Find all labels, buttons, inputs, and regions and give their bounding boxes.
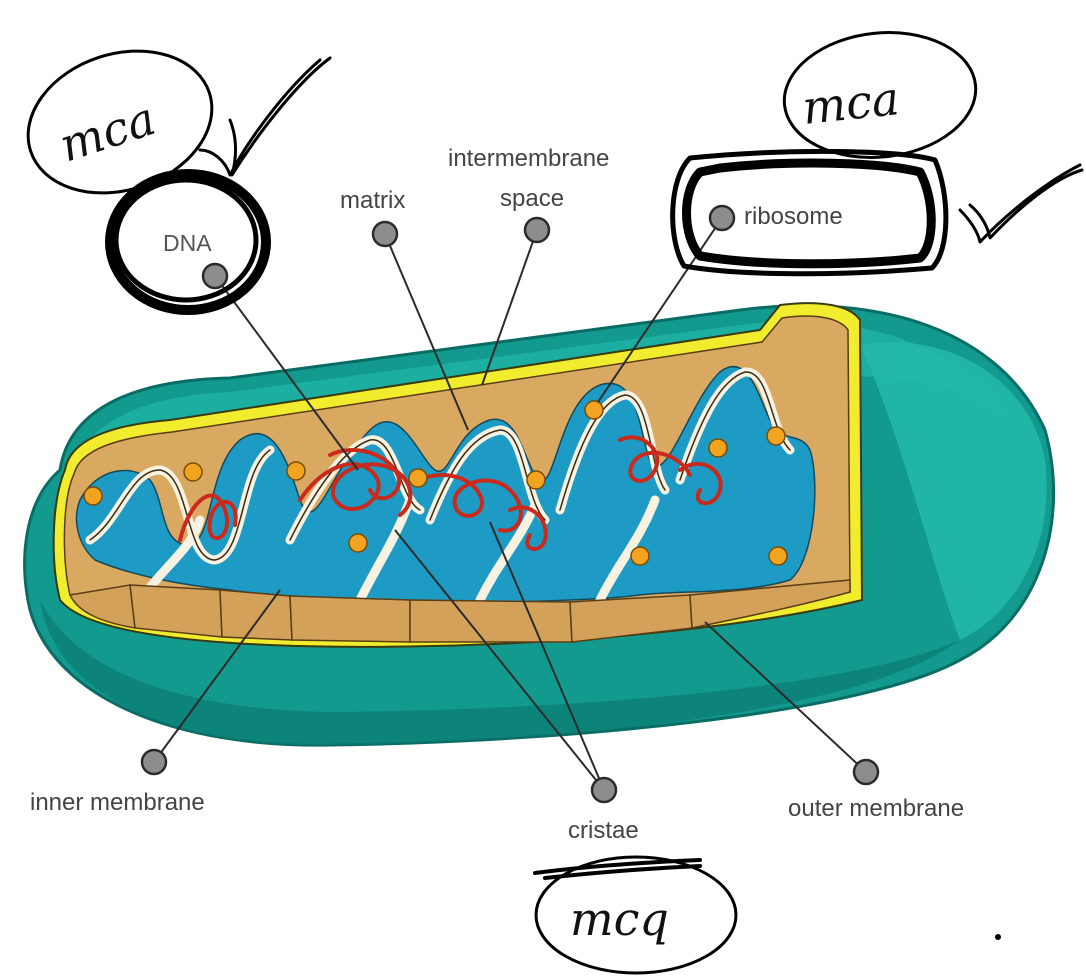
pointer-dot-matrix <box>373 222 397 246</box>
ink-text-top-right: mca <box>800 71 902 135</box>
ink-check-top-left <box>200 58 330 175</box>
pointer-dot-inner-membrane <box>142 750 166 774</box>
ribosome-particle <box>767 427 785 445</box>
ink-text-top-left: mca <box>53 91 162 172</box>
label-ribosome: ribosome <box>744 203 843 230</box>
ribosome-particle <box>585 401 603 419</box>
pointer-dot-cristae <box>592 778 616 802</box>
ink-check-top-right <box>960 165 1082 242</box>
label-intermembrane-line1: intermembrane <box>448 145 609 172</box>
pointer-dot-outer-membrane <box>854 760 878 784</box>
ribosome-particle <box>709 439 727 457</box>
ribosome-particle <box>527 471 545 489</box>
ink-dot <box>995 934 1001 940</box>
ribosome-particle <box>287 462 305 480</box>
label-dna: DNA <box>163 230 212 256</box>
ribosome-particle <box>409 469 427 487</box>
label-cristae: cristae <box>568 817 639 844</box>
ribosome-particle <box>631 547 649 565</box>
pointer-dot-dna <box>203 264 227 288</box>
label-inner-membrane: inner membrane <box>30 789 205 816</box>
label-intermembrane-line2: space <box>500 185 564 212</box>
mitochondrion <box>25 303 1054 745</box>
pointer-dot-intermembrane <box>525 218 549 242</box>
ribosome-particle <box>84 487 102 505</box>
label-matrix: matrix <box>340 187 405 214</box>
label-outer-membrane: outer membrane <box>788 795 964 822</box>
ribosome-particle <box>349 534 367 552</box>
ink-text-bottom: mcq <box>570 892 669 946</box>
ribosome-particle <box>769 547 787 565</box>
pointer-dot-ribosome <box>710 206 734 230</box>
ribosome-particle <box>184 463 202 481</box>
